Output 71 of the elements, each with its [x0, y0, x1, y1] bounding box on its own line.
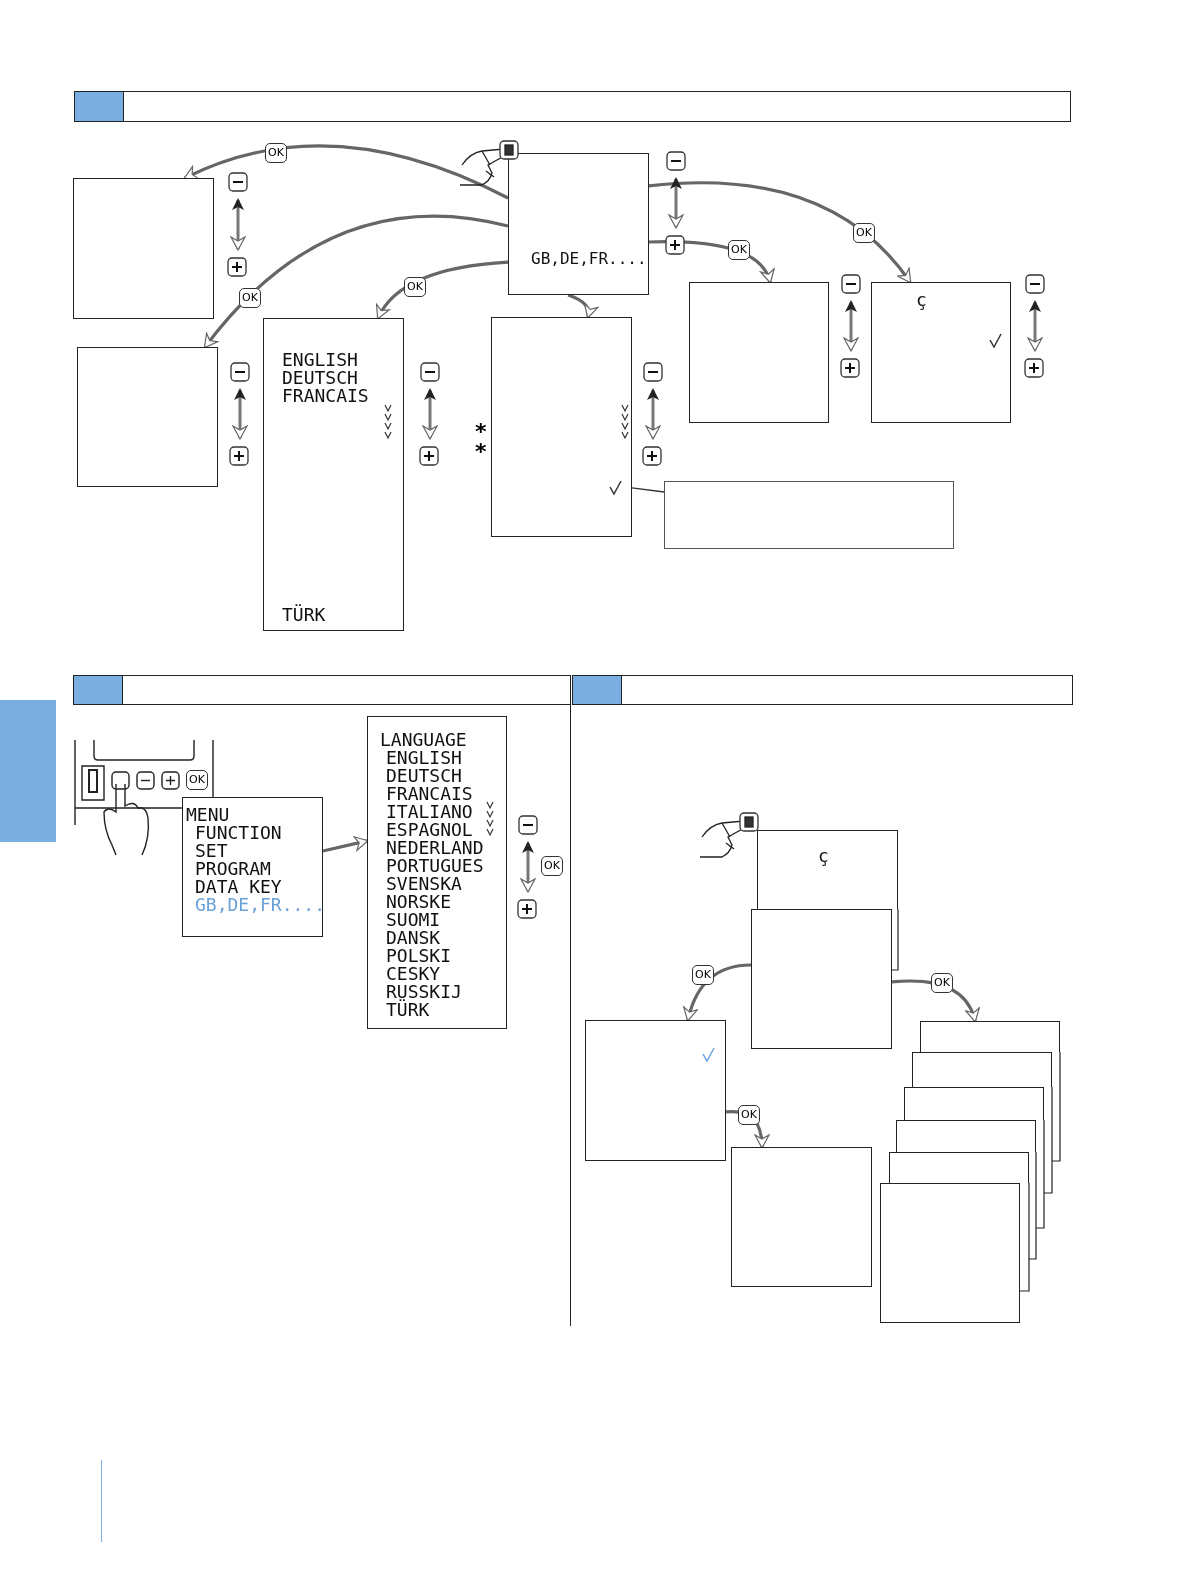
screen-text: POLSKI [385, 947, 453, 965]
screen-text: DEUTSCH [282, 369, 359, 387]
screen-text: PROGRAM [194, 860, 272, 878]
display-screen [585, 1020, 726, 1161]
screen-text: SVENSKA [385, 875, 463, 893]
screen-text: ESPAGNOL [385, 821, 474, 839]
curved-arrow [567, 293, 598, 319]
curved-arrow [648, 240, 774, 284]
screen-text: NORSKE [385, 893, 453, 911]
screen-text: PORTUGUES [385, 857, 485, 875]
display-screen [263, 318, 404, 631]
display-screen [77, 347, 218, 487]
screen-text: CESKY [385, 965, 442, 983]
screen-text: MENU [186, 806, 231, 824]
display-screen [508, 153, 649, 295]
curved-arrow [891, 979, 979, 1023]
curved-arrow [183, 144, 509, 200]
screen-text: DEUTSCH [385, 767, 463, 785]
display-screen [904, 1087, 1044, 1120]
curved-arrow [648, 181, 912, 284]
edge-label: OK [265, 143, 287, 163]
screen-text: TÜRK [282, 606, 327, 624]
screen-text: GB,DE,FR.... [194, 896, 322, 914]
display-screen [896, 1120, 1036, 1152]
screen-text: DATA KEY [194, 878, 283, 896]
key-label: OK [186, 770, 208, 790]
display-screen [912, 1052, 1052, 1087]
screen-text: ITALIANO [385, 803, 474, 821]
display-screen [751, 909, 892, 1049]
edge-label: OK [728, 240, 750, 260]
display-screen [689, 282, 829, 423]
edge-label: OK [931, 973, 953, 993]
display-screen [182, 797, 323, 937]
display-screen [757, 830, 898, 909]
display-screen [889, 1152, 1029, 1183]
screen-text: FUNCTION [194, 824, 283, 842]
curved-arrow [322, 836, 369, 853]
screen-text: GB,DE,FR.... [531, 250, 648, 268]
edge-label: OK [404, 277, 426, 297]
edge-label: OK [738, 1105, 760, 1125]
screen-text: SET [194, 842, 229, 860]
screen-text: DANSK [385, 929, 442, 947]
curved-arrow [203, 214, 509, 349]
screen-text: SUOMI [385, 911, 442, 929]
screen-text: NEDERLAND [385, 839, 485, 857]
screen-text: ç [916, 291, 928, 309]
screen-text: ç [818, 847, 830, 865]
display-screen [920, 1021, 1060, 1052]
display-screen [871, 282, 1011, 423]
asterisk-mark: * [475, 441, 487, 463]
screen-text: FRANCAIS [282, 387, 370, 405]
screen-text: ENGLISH [282, 351, 359, 369]
screen-text: ENGLISH [385, 749, 463, 767]
edge-label: OK [239, 288, 261, 308]
asterisk-mark: * [475, 421, 487, 443]
display-screen [880, 1183, 1020, 1323]
display-screen [491, 317, 632, 537]
display-screen [367, 716, 507, 1029]
screen-text: TÜRK [385, 1001, 430, 1019]
callout-box [664, 481, 954, 549]
screen-text: FRANCAIS [385, 785, 474, 803]
curved-arrow [376, 260, 509, 320]
leader-line [631, 487, 665, 493]
screen-text: LANGUAGE [380, 731, 468, 749]
edge-label: OK [692, 965, 714, 985]
edge-label: OK [853, 223, 875, 243]
display-screen [73, 178, 214, 319]
display-screen [731, 1147, 872, 1287]
curved-arrow [683, 963, 752, 1022]
key-label: OK [541, 856, 563, 876]
screen-text: RUSSKIJ [385, 983, 463, 1001]
